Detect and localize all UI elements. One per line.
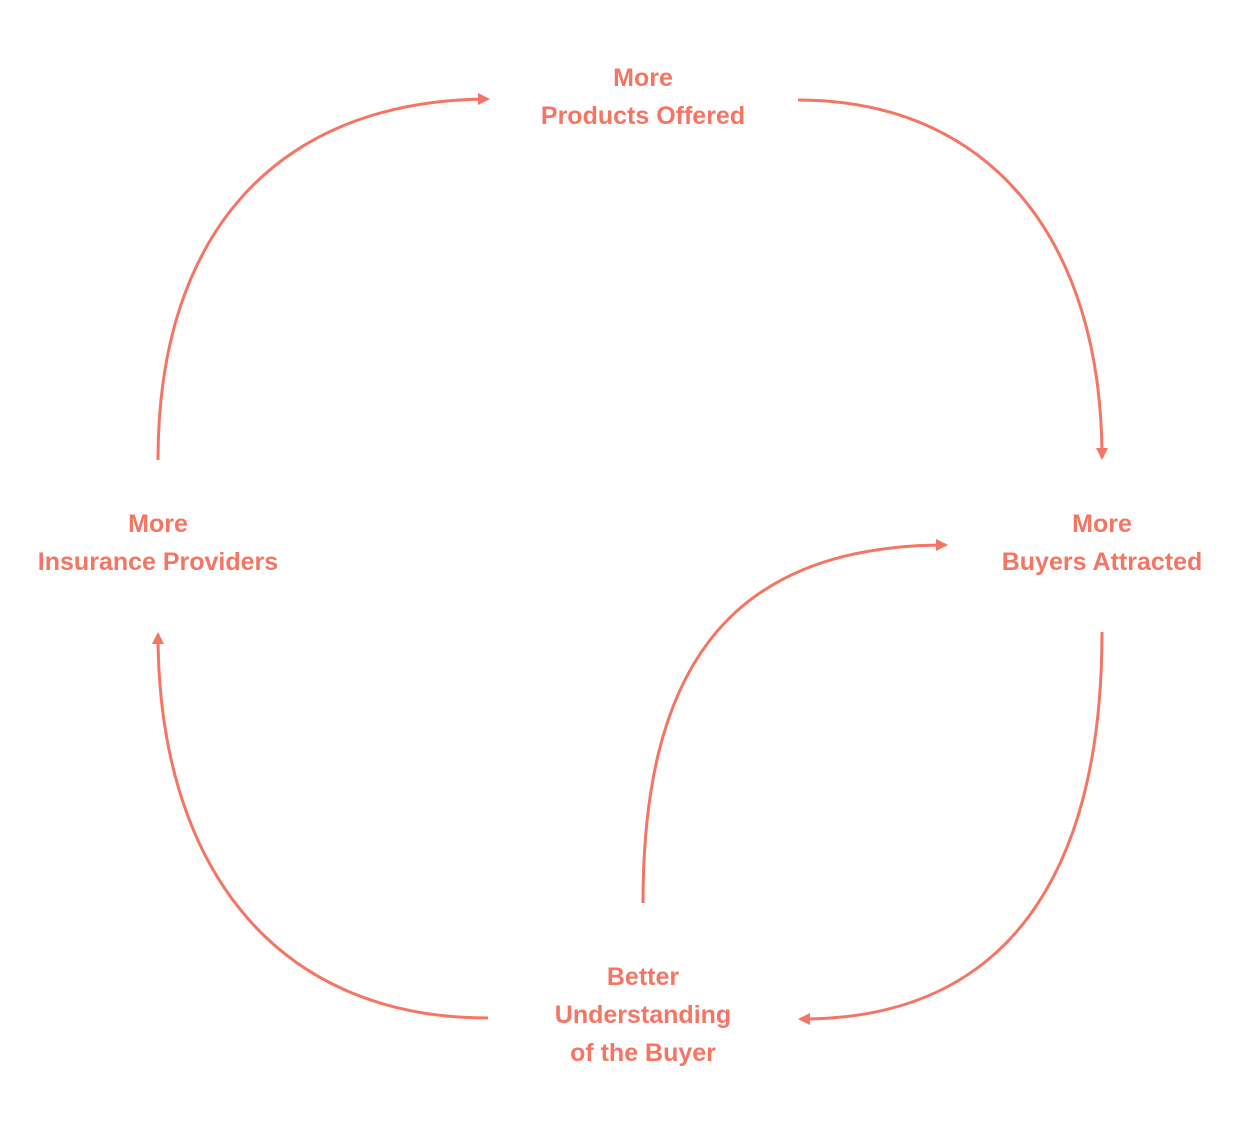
node-more-products-offered: More Products Offered: [541, 59, 745, 135]
node-more-insurance-providers: More Insurance Providers: [38, 505, 278, 581]
node-label-line: Products Offered: [540, 102, 746, 130]
node-label-line: More: [1072, 510, 1132, 538]
node-better-understanding-of-buyer: Better Understanding of the Buyer: [555, 958, 731, 1072]
node-label-line: Better: [606, 963, 680, 991]
node-label-line: More: [128, 510, 188, 538]
arrow-providers-to-products: [156, 93, 490, 461]
arrow-buyers-to-understanding: [798, 631, 1104, 1026]
node-label-line: More: [613, 64, 673, 92]
node-label-line: Buyers Attracted: [1001, 548, 1203, 576]
arrow-products-to-buyers: [797, 98, 1108, 460]
arrow-understanding-to-buyers: [641, 539, 948, 904]
node-label-line: Understanding: [554, 1001, 732, 1029]
arrow-understanding-to-providers: [152, 632, 489, 1020]
node-more-buyers-attracted: More Buyers Attracted: [1002, 505, 1203, 581]
node-label-line: Insurance Providers: [37, 548, 279, 576]
node-label-line: of the Buyer: [570, 1039, 716, 1067]
